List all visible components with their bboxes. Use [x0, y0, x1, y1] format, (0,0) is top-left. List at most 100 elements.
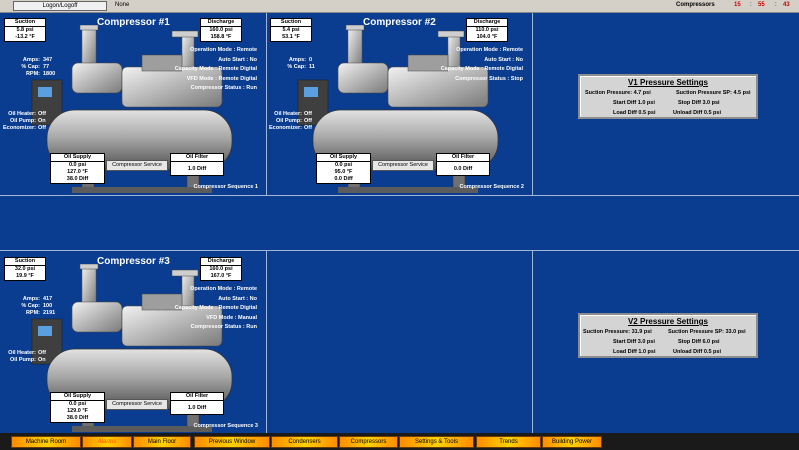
metric-label: Amps: [22, 57, 40, 63]
status-label: Oil Heater: [8, 111, 36, 117]
status-value: Off [38, 111, 46, 117]
mode-row[interactable]: Capacity Mode : Remote Digital [440, 66, 523, 72]
oil-filter-box: Oil Filter 1.0 Diff [170, 392, 224, 415]
discharge-box: Discharge 160.0 psi 167.0 °F [200, 257, 242, 281]
grid-divider [266, 250, 267, 433]
grid-divider [0, 250, 799, 251]
compressor-service-button[interactable]: Compressor Service [106, 399, 168, 410]
nav-compressors[interactable]: Compressors [339, 436, 398, 448]
nav-main-floor[interactable]: Main Floor [133, 436, 191, 448]
status-label: Oil Heater: [8, 350, 36, 356]
grid-divider [532, 13, 533, 195]
compressor-service-button[interactable]: Compressor Service [372, 160, 434, 171]
metric-value: 2191 [43, 310, 56, 316]
mode-row[interactable]: VFD Mode : Remote Digital [186, 75, 257, 82]
suction-pressure: 5.8 psi [16, 27, 34, 33]
mode-row[interactable]: Auto Start : No [218, 295, 257, 302]
status-label: Oil Pump: [276, 118, 302, 124]
pressure-settings-title: V2 Pressure Settings [627, 317, 709, 326]
nav-machine-room[interactable]: Machine Room [11, 436, 81, 448]
metric-value: 347 [43, 57, 53, 63]
oil-filter-box: Oil Filter 0.0 Diff [436, 153, 490, 176]
discharge-temp: 158.8 °F [210, 34, 232, 40]
suction-pressure-setpoint[interactable]: Suction Pressure SP: 4.5 psi [676, 90, 751, 96]
nav-condensers[interactable]: Condensers [271, 436, 338, 448]
nav-alarms[interactable]: Alarms [82, 436, 132, 448]
status-value: Off [304, 111, 312, 117]
suction-pressure-setpoint[interactable]: Suction Pressure SP: 33.0 psi [668, 329, 746, 335]
discharge-label: Discharge [201, 19, 241, 27]
compressor-sequence: Compressor Sequence 3 [193, 423, 259, 429]
bottom-navigation: Machine Room Alarms Main Floor Previous … [0, 433, 799, 450]
unload-diff[interactable]: Unload Diff 0.5 psi [673, 349, 721, 355]
discharge-pressure: 110.0 psi [475, 27, 499, 33]
mode-row[interactable]: Compressor Status : Run [190, 85, 257, 91]
compressor-service-button[interactable]: Compressor Service [106, 160, 168, 171]
oil-supply-diff: 0.0 Diff [334, 176, 353, 182]
oil-supply-label: Oil Supply [51, 393, 104, 401]
oil-filter-label: Oil Filter [171, 154, 223, 162]
oil-supply-label: Oil Supply [51, 154, 104, 162]
load-diff[interactable]: Load Diff 0.5 psi [613, 110, 656, 116]
grid-divider [266, 13, 267, 195]
top-bar: Logon/Logoff None Compressors 15 : 55 : … [0, 0, 799, 13]
compressor-title: Compressor #1 [97, 17, 170, 28]
status-label: Oil Pump: [10, 118, 36, 124]
status-labels: Oil Heater:Oil Pump:Economizer: [266, 111, 302, 132]
status-value: On [38, 118, 46, 124]
nav-previous-window[interactable]: Previous Window [194, 436, 270, 448]
oil-supply-box: Oil Supply 0.0 psi 95.0 °F 0.0 Diff [316, 153, 371, 184]
compressor-panel: Compressor #1 Suction 5.8 psi -13.2 °F D… [0, 13, 266, 194]
load-diff[interactable]: Load Diff 1.0 psi [613, 349, 656, 355]
compressor-panel: Compressor #3 Suction 32.0 psi 19.9 °F D… [0, 252, 266, 433]
clock-hour: 15 [734, 2, 741, 8]
mode-row[interactable]: Auto Start : No [484, 56, 523, 63]
compressor-title: Compressor #3 [97, 256, 170, 267]
clock-second: 43 [783, 2, 790, 8]
nav-building-power[interactable]: Building Power [542, 436, 602, 448]
metrics-labels: Amps:% Cap: [276, 57, 306, 71]
clock-separator: : [750, 2, 752, 8]
mode-row[interactable]: Operation Mode : Remote [456, 47, 523, 53]
mode-row[interactable]: Auto Start : No [218, 56, 257, 63]
mode-row[interactable]: Capacity Mode : Remote Digital [174, 66, 257, 72]
discharge-label: Discharge [201, 258, 241, 266]
mode-row[interactable]: Capacity Mode : Remote Digital [174, 305, 257, 311]
mode-row[interactable]: Operation Mode : Remote [190, 47, 257, 53]
screen-name: Compressors [676, 2, 715, 8]
mode-row[interactable]: Operation Mode : Remote [190, 286, 257, 292]
unload-diff[interactable]: Unload Diff 0.5 psi [673, 110, 721, 116]
stop-diff[interactable]: Stop Diff 6.0 psi [678, 339, 720, 345]
nav-trends[interactable]: Trends [476, 436, 541, 448]
start-diff[interactable]: Start Diff 3.0 psi [613, 339, 655, 345]
mode-row[interactable]: Compressor Status : Run [190, 324, 257, 330]
metrics-labels: Amps:% Cap:RPM: [10, 57, 40, 78]
nav-settings-tools[interactable]: Settings & Tools [399, 436, 474, 448]
oil-supply-pressure: 0.0 psi [68, 401, 87, 407]
mode-row[interactable]: Compressor Status : Stop [455, 75, 523, 82]
suction-temp: 53.1 °F [282, 34, 300, 40]
oil-filter-diff: 0.0 Diff [453, 166, 473, 172]
metric-label: % Cap: [287, 64, 306, 70]
metric-value: 1800 [43, 71, 56, 77]
suction-temp: 19.9 °F [16, 273, 34, 279]
metric-label: RPM: [25, 71, 40, 77]
current-user: None [115, 2, 130, 8]
v2-pressure-settings: V2 Pressure Settings Suction Pressure: 3… [578, 313, 758, 358]
start-diff[interactable]: Start Diff 1.0 psi [613, 100, 655, 106]
status-value: Off [38, 350, 46, 356]
suction-pressure: Suction Pressure: 31.9 psi [583, 329, 652, 335]
discharge-pressure: 160.0 psi [209, 266, 233, 272]
stop-diff[interactable]: Stop Diff 3.0 psi [678, 100, 720, 106]
status-value: Off [304, 118, 312, 124]
mode-row[interactable]: VFD Mode : Manual [206, 314, 257, 321]
discharge-box: Discharge 110.0 psi 104.0 °F [466, 18, 508, 42]
logon-logoff-button[interactable]: Logon/Logoff [13, 1, 107, 11]
compressor-sequence: Compressor Sequence 2 [459, 184, 525, 190]
suction-pressure: 32.0 psi [14, 266, 36, 272]
